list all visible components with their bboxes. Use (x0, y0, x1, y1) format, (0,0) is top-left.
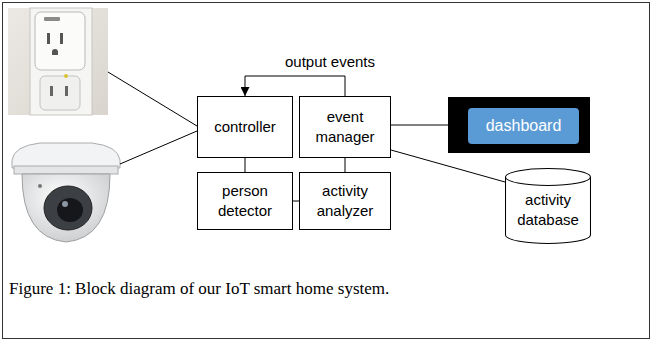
node-label: activity database (509, 190, 587, 230)
process-box: activity analyzer (299, 172, 391, 230)
node-label: controller (214, 117, 276, 137)
connector-line (391, 125, 448, 126)
dashboard-button: dashboard (468, 108, 579, 144)
connector-line (345, 158, 346, 172)
process-box: person detector (197, 172, 293, 230)
connector-line (391, 150, 505, 182)
node-label: dashboard (486, 116, 562, 136)
device-wire (120, 131, 197, 164)
smart-plug-photo (8, 8, 108, 115)
controller-box: controller (197, 96, 293, 158)
security-camera-photo (12, 143, 120, 242)
dashboard-panel: dashboard (448, 97, 590, 153)
device-wire (108, 72, 197, 126)
database-cylinder: activity database (505, 168, 591, 244)
figure-caption: Figure 1: Block diagram of our IoT smart… (9, 278, 389, 300)
node-label: event manager (306, 107, 384, 147)
node-label: activity analyzer (306, 181, 384, 221)
process-box: event manager (299, 96, 391, 158)
connector-line (245, 76, 345, 96)
node-label: person detector (204, 181, 286, 221)
connector-line (245, 158, 246, 172)
edge-label: output events (283, 53, 377, 71)
